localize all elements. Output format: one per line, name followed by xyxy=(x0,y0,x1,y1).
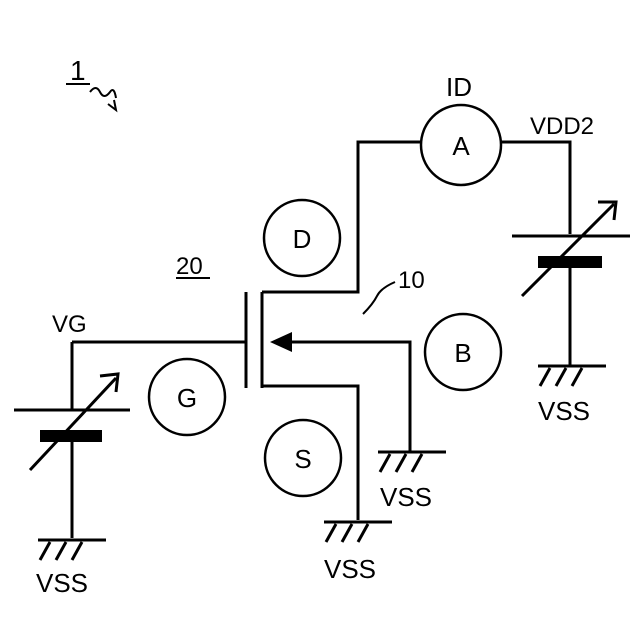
body-terminal-label: B xyxy=(454,338,471,368)
gate-ground-icon xyxy=(38,540,106,560)
vg-label: VG xyxy=(52,311,87,338)
source-ground-label: VSS xyxy=(324,554,376,584)
channel-ref-text: 10 xyxy=(398,267,425,294)
gate-terminal-label: G xyxy=(177,383,197,413)
figure-ref-squiggle xyxy=(90,88,116,98)
body-arrow-icon xyxy=(270,332,292,352)
body-ground-label: VSS xyxy=(380,482,432,512)
source-terminal-circle: S xyxy=(265,420,341,496)
figure-ref-text: 1 xyxy=(70,55,86,86)
transistor-ref: 20 xyxy=(176,253,210,280)
body-ground-icon xyxy=(378,452,446,472)
id-label: ID xyxy=(446,72,472,102)
gate-terminal-circle: G xyxy=(149,359,225,435)
gate-ground-label: VSS xyxy=(36,568,88,598)
body-terminal-circle: B xyxy=(425,314,501,390)
transistor-ref-text: 20 xyxy=(176,253,203,280)
source-terminal-label: S xyxy=(294,444,311,474)
ammeter-circle: A xyxy=(421,105,501,185)
vdd2-label: VDD2 xyxy=(530,113,594,140)
drain-supply-ground-icon xyxy=(538,366,606,386)
figure-ref-arrowhead xyxy=(108,100,116,110)
figure-ref-1: 1 xyxy=(66,55,116,110)
channel-ref: 10 xyxy=(363,267,425,314)
drain-terminal-circle: D xyxy=(264,200,340,276)
ammeter-label: A xyxy=(452,131,470,161)
drain-terminal-label: D xyxy=(293,224,312,254)
drain-supply-ground-label: VSS xyxy=(538,396,590,426)
source-ground-icon xyxy=(324,522,392,542)
vdd2-wire xyxy=(502,142,570,234)
channel-ref-leader xyxy=(363,282,395,314)
